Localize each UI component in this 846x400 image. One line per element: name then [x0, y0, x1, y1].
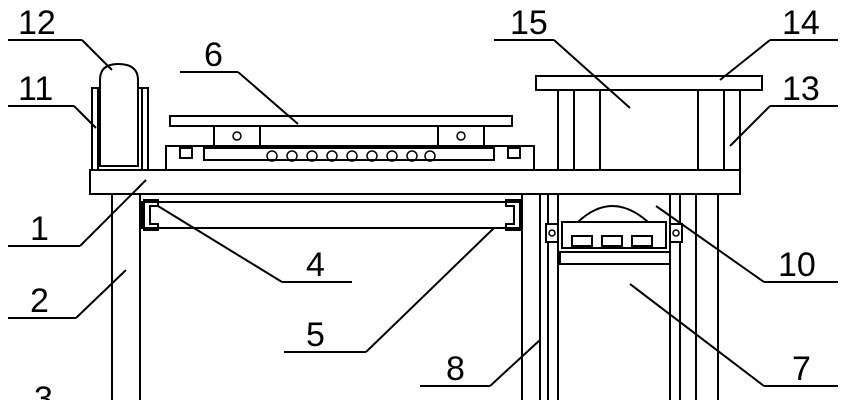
label-14: 14	[782, 4, 820, 42]
housing-box	[599, 89, 699, 171]
middle-leg	[521, 194, 541, 400]
label-8: 8	[446, 350, 465, 388]
label-10: 10	[778, 246, 816, 284]
rollers	[266, 150, 436, 162]
dome-cap	[575, 205, 651, 223]
knob	[99, 62, 139, 167]
part-labels: 12 11 6 15 14 13 1 2 3 4 5 8 10 7	[18, 4, 820, 400]
track-end-bolts	[179, 147, 521, 159]
label-3: 3	[34, 380, 53, 400]
top-cover-plate	[535, 75, 763, 91]
label-4: 4	[306, 246, 325, 284]
platform-top-plate	[169, 115, 513, 127]
housing-posts	[557, 89, 741, 171]
right-leg	[695, 194, 719, 400]
label-5: 5	[306, 316, 325, 354]
label-11: 11	[18, 70, 53, 108]
leader-lines	[8, 39, 838, 387]
label-1: 1	[30, 210, 49, 248]
tabletop	[89, 169, 741, 195]
label-2: 2	[30, 282, 49, 320]
platform-support-left	[213, 125, 261, 147]
inner-guide	[559, 251, 671, 265]
roller-track	[203, 147, 495, 161]
crossbar	[141, 201, 523, 229]
platform-support-right	[437, 125, 485, 147]
label-13: 13	[782, 70, 820, 108]
left-leg	[111, 194, 141, 400]
side-fasteners	[545, 223, 683, 243]
label-12: 12	[18, 4, 56, 42]
label-15: 15	[510, 4, 548, 42]
mechanism-slots	[571, 235, 653, 247]
rail-bracket-left	[143, 199, 159, 231]
label-7: 7	[792, 350, 811, 388]
label-6: 6	[204, 36, 223, 74]
rail-bracket-right	[505, 199, 521, 231]
